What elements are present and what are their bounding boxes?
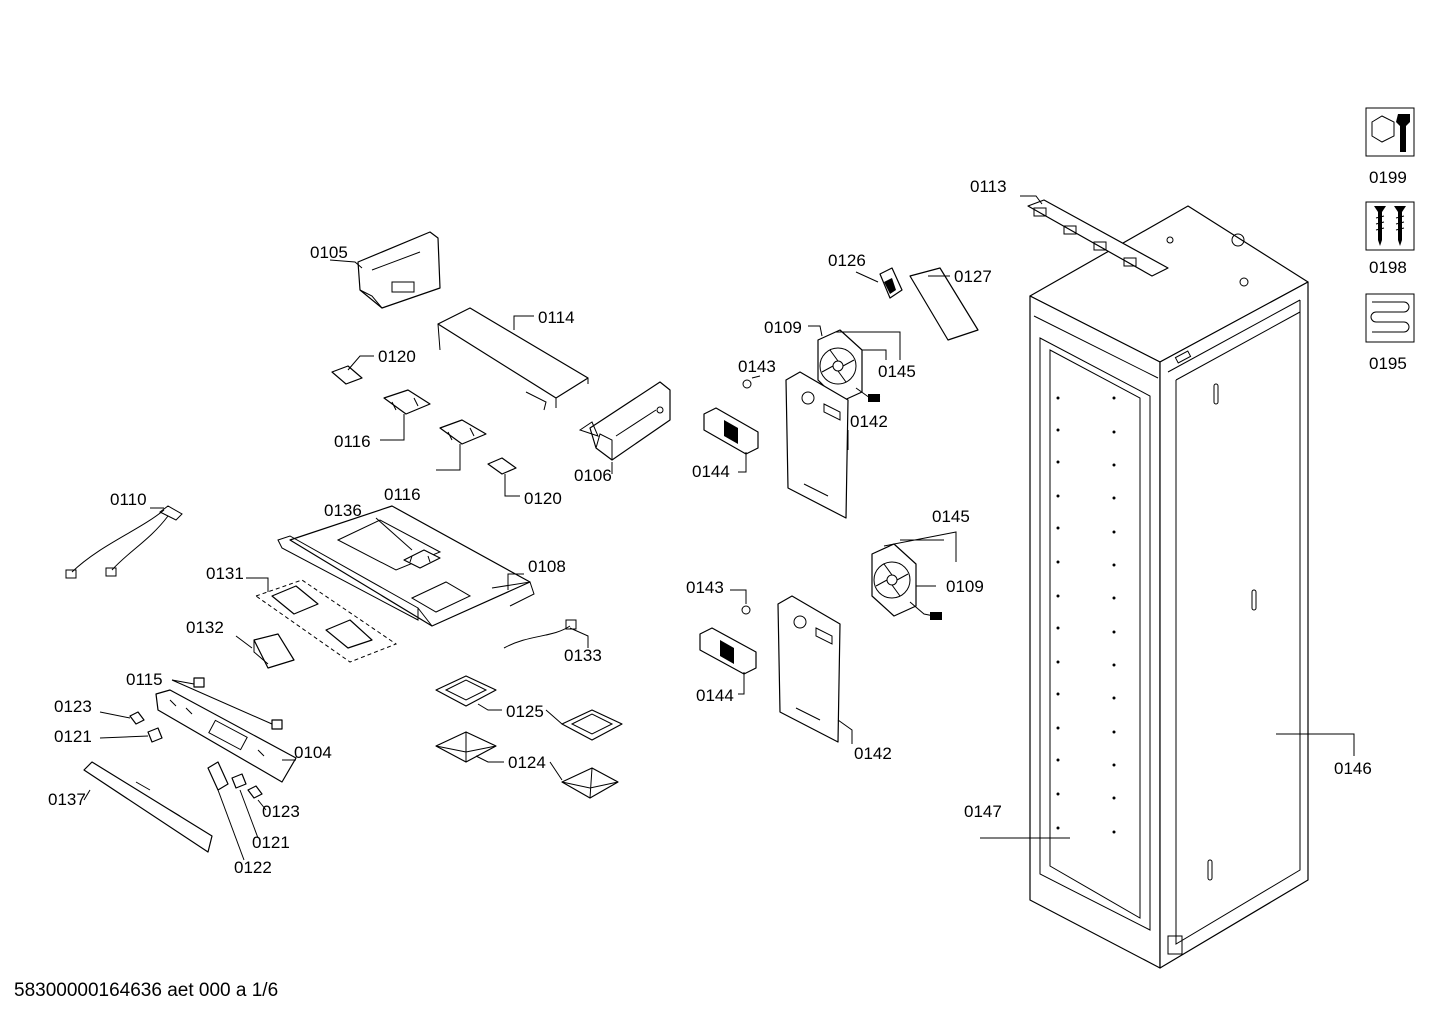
part-0121-b: [231, 773, 247, 789]
part-0137: [83, 761, 213, 853]
label-0142-b: 0142: [854, 744, 892, 763]
part-0143-a: [742, 379, 752, 389]
part-0127: [909, 267, 979, 341]
part-0110-cable: [65, 505, 183, 579]
label-0114: 0114: [538, 308, 575, 327]
part-0144-a: [703, 407, 759, 455]
part-0125: [435, 675, 623, 741]
label-0124: 0124: [508, 753, 546, 772]
part-0142-b: [777, 595, 841, 743]
label-0144-b: 0144: [696, 686, 734, 705]
label-0109-b: 0109: [946, 577, 984, 596]
part-0121-a: [147, 727, 163, 743]
label-0123-b: 0123: [262, 802, 300, 821]
label-0127: 0127: [954, 267, 992, 286]
document-code: 58300000164636 aet 000 a 1/6: [14, 980, 279, 1001]
part-0115-b: [271, 719, 283, 730]
part-0116-a: [383, 389, 431, 424]
label-0195: 0195: [1369, 354, 1407, 373]
label-0106: 0106: [574, 466, 612, 485]
label-0121-a: 0121: [54, 727, 92, 746]
label-0108: 0108: [528, 557, 566, 576]
part-0131-group: [254, 579, 398, 663]
part-0136: [403, 549, 441, 569]
part-0109-fan-b: [871, 543, 942, 620]
heating-coil-icon: [1365, 293, 1415, 343]
label-0122: 0122: [234, 858, 272, 877]
label-0137: 0137: [48, 790, 86, 809]
label-0113: 0113: [970, 177, 1007, 196]
service-tool-icon: [1365, 107, 1415, 157]
label-0147: 0147: [964, 802, 1002, 821]
label-0144-a: 0144: [692, 462, 730, 481]
leader-0146: [1276, 733, 1355, 756]
label-0116-b: 0116: [384, 485, 421, 504]
part-0146-cabinet: [1029, 205, 1309, 969]
part-0115-a: [193, 677, 205, 688]
part-0106: [578, 381, 671, 461]
part-0123-a: [129, 711, 145, 725]
label-0105: 0105: [310, 243, 348, 262]
part-0126: [879, 267, 903, 299]
part-0144-b: [699, 627, 757, 675]
part-0142-a: [785, 371, 849, 519]
label-0115: 0115: [126, 670, 163, 689]
label-0123-a: 0123: [54, 697, 92, 716]
part-0143-b: [741, 605, 751, 615]
part-0109-fan-a: [817, 329, 881, 403]
part-0108: [277, 505, 535, 627]
label-0120-a: 0120: [378, 347, 416, 366]
label-0125: 0125: [506, 702, 544, 721]
label-0145-b: 0145: [932, 507, 970, 526]
label-0146: 0146: [1334, 759, 1372, 778]
part-0105: [357, 231, 441, 309]
part-0133-cable: [503, 619, 577, 649]
part-0124: [435, 731, 619, 799]
label-0116-a: 0116: [334, 432, 371, 451]
label-0136: 0136: [324, 501, 362, 520]
label-0131: 0131: [206, 564, 244, 583]
label-0109-a: 0109: [764, 318, 802, 337]
label-0198: 0198: [1369, 258, 1407, 277]
label-0199: 0199: [1369, 168, 1407, 187]
label-0143-a: 0143: [738, 357, 776, 376]
label-0145-a: 0145: [878, 362, 916, 381]
label-0132: 0132: [186, 618, 224, 637]
label-0110: 0110: [110, 490, 147, 509]
label-0126: 0126: [828, 251, 866, 270]
part-0114: [437, 307, 589, 411]
label-0142-a: 0142: [850, 412, 888, 431]
part-0123-b: [247, 785, 263, 799]
part-0122: [207, 761, 229, 791]
part-0132: [253, 633, 295, 669]
screws-icon: [1365, 201, 1415, 251]
label-0143-b: 0143: [686, 578, 724, 597]
part-0116-b: [439, 419, 487, 454]
part-0113: [1027, 199, 1169, 277]
part-0120-b: [487, 457, 517, 475]
label-0120-b: 0120: [524, 489, 562, 508]
label-0104: 0104: [294, 743, 332, 762]
part-0104: [155, 689, 297, 783]
label-0133: 0133: [564, 646, 602, 665]
part-0120-a: [331, 365, 363, 385]
label-0121-b: 0121: [252, 833, 290, 852]
